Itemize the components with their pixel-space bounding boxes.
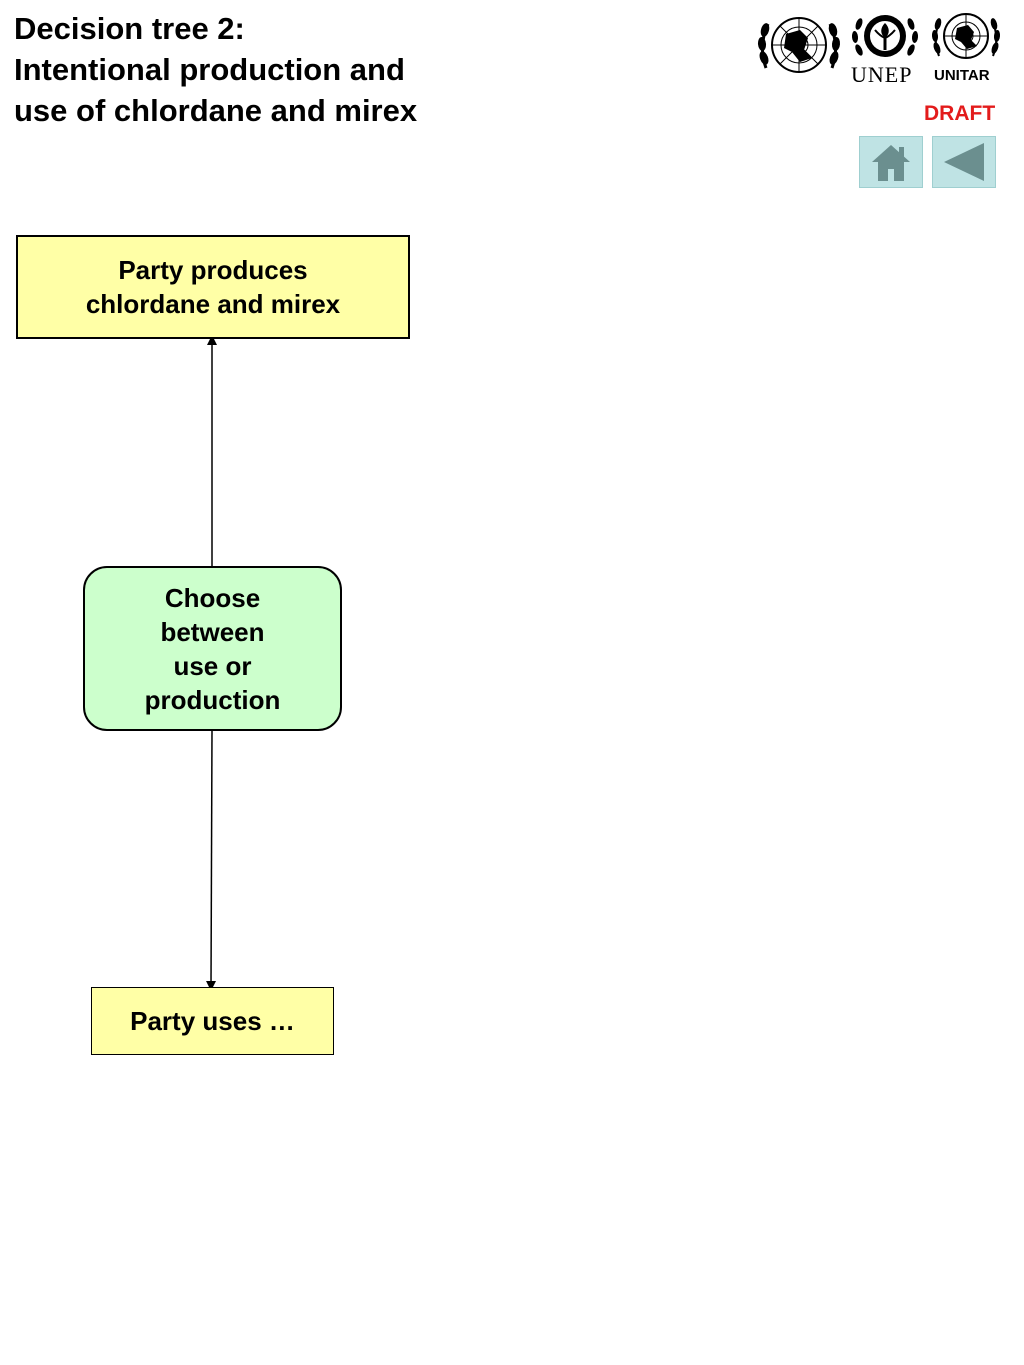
unitar-caption: UNITAR: [934, 67, 990, 84]
draft-label: DRAFT: [924, 102, 996, 125]
edge-choose-to-uses: [206, 730, 217, 991]
node-party-uses: Party uses …: [91, 987, 334, 1055]
home-button[interactable]: [859, 136, 923, 188]
home-icon: [872, 145, 910, 181]
unitar-emblem-icon: [931, 13, 1001, 59]
unep-emblem-icon: [851, 15, 919, 57]
node-party-produces: Party produces chlordane and mirex: [16, 235, 410, 339]
title-line-3: use of chlordane and mirex: [14, 93, 418, 128]
title-line-1: Decision tree 2:: [14, 11, 245, 46]
node-choose-label: Choose between use or production: [144, 582, 281, 715]
unep-caption: UNEP: [851, 62, 913, 87]
node-party-uses-label: Party uses …: [130, 1006, 295, 1036]
un-emblem-icon: [757, 17, 841, 73]
back-button[interactable]: [932, 136, 996, 188]
back-triangle-icon: [944, 143, 984, 181]
title-line-2: Intentional production and: [14, 52, 405, 87]
page-title: Decision tree 2: Intentional production …: [14, 8, 534, 131]
node-choose-use-or-production: Choose between use or production: [83, 566, 342, 731]
node-party-produces-label: Party produces chlordane and mirex: [85, 255, 341, 319]
